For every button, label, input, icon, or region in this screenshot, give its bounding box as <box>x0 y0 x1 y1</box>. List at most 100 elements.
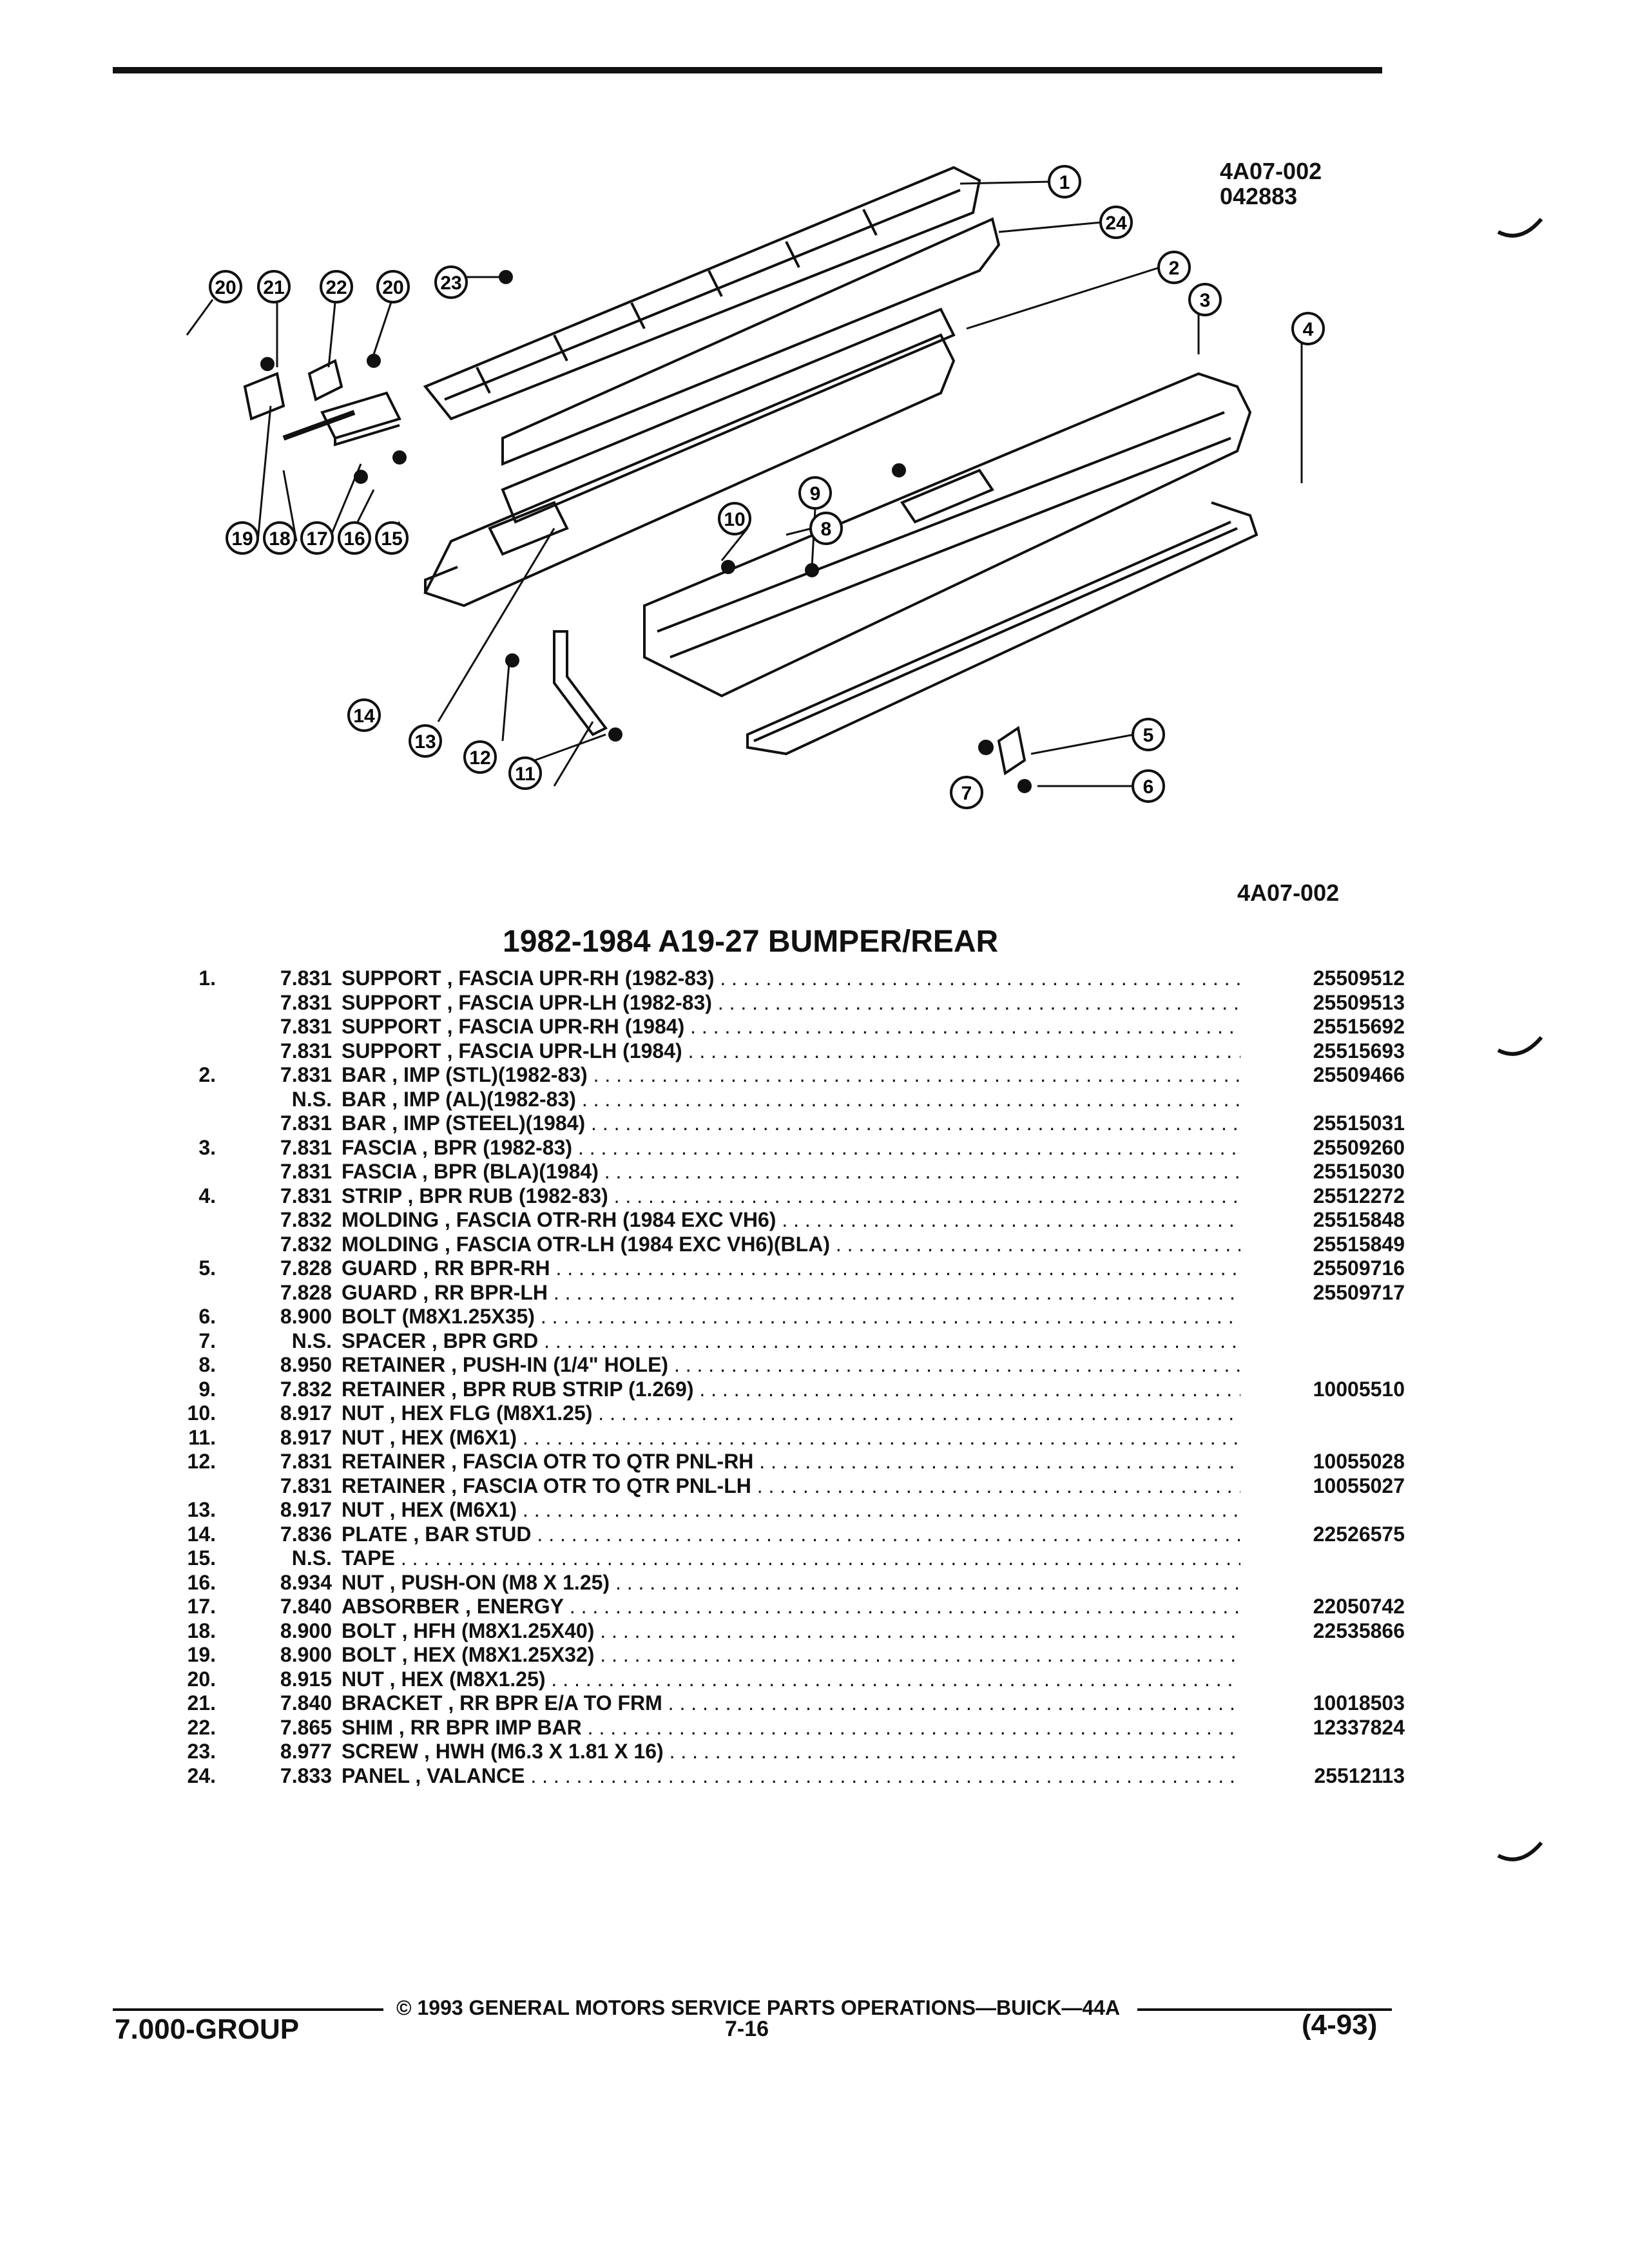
svg-text:10: 10 <box>724 509 745 530</box>
svg-text:8: 8 <box>821 519 832 540</box>
shim-part <box>307 359 343 401</box>
part-number: 25509260 <box>1313 1135 1405 1159</box>
fascia-part <box>643 372 1252 698</box>
part-description: SUPPORT , FASCIA UPR-LH (1982-83) <box>342 991 1240 1015</box>
group-number: 7.831 <box>280 1184 332 1207</box>
upper-support-part <box>423 166 981 421</box>
part-description: PLATE , BAR STUD <box>342 1523 1240 1547</box>
part-number: 25515031 <box>1313 1111 1405 1135</box>
diagram-code: 4A07-002 <box>1220 158 1322 184</box>
svg-text:11: 11 <box>515 764 535 785</box>
callout-10: 10 <box>718 502 751 535</box>
parts-row: N.S. BAR , IMP (AL)(1982-83) <box>161 1088 1405 1112</box>
group-number: 7.865 <box>280 1715 332 1739</box>
part-description: ABSORBER , ENERGY <box>342 1595 1240 1619</box>
group-number: 8.900 <box>280 1643 332 1666</box>
group-number: 7.831 <box>280 1015 332 1038</box>
callout-18: 18 <box>263 521 296 555</box>
svg-text:13: 13 <box>414 731 436 753</box>
group-number: N.S. <box>291 1087 332 1111</box>
part-description: RETAINER , FASCIA OTR TO QTR PNL-LH <box>342 1474 1240 1499</box>
part-description: NUT , HEX FLG (M8X1.25) <box>342 1401 1240 1426</box>
svg-text:21: 21 <box>263 277 284 298</box>
group-number: 7.831 <box>280 1474 332 1497</box>
part-description: RETAINER , BPR RUB STRIP (1.269) <box>342 1378 1240 1402</box>
top-rule <box>113 67 1382 73</box>
part-description: MOLDING , FASCIA OTR-RH (1984 EXC VH6) <box>342 1208 1240 1233</box>
svg-text:18: 18 <box>269 528 290 550</box>
part-description: BAR , IMP (STEEL)(1984) <box>342 1111 1240 1136</box>
part-description: FASCIA , BPR (BLA)(1984) <box>342 1160 1240 1184</box>
svg-text:15: 15 <box>381 528 402 550</box>
page-number: 7-16 <box>725 2017 769 2041</box>
part-description: BRACKET , RR BPR E/A TO FRM <box>342 1691 1240 1716</box>
item-number: 6. <box>198 1305 216 1328</box>
part-number: 25515692 <box>1313 1015 1405 1038</box>
valance-panel-part <box>501 217 1001 466</box>
part-description: RETAINER , PUSH-IN (1/4" HOLE) <box>342 1353 1240 1378</box>
part-description: RETAINER , FASCIA OTR TO QTR PNL-RH <box>342 1450 1240 1474</box>
parts-row: 11. 8.917 NUT , HEX (M6X1) <box>161 1426 1405 1450</box>
part-description: NUT , HEX (M6X1) <box>342 1426 1240 1450</box>
group-number: 8.917 <box>280 1425 332 1449</box>
diagram-ref-code: 4A07-002 <box>1237 879 1340 906</box>
item-number: 23. <box>187 1740 216 1763</box>
part-number: 22050742 <box>1313 1595 1405 1618</box>
part-description: GUARD , RR BPR-RH <box>342 1256 1240 1281</box>
part-description: BAR , IMP (AL)(1982-83) <box>342 1088 1240 1112</box>
callout-20-right: 20 <box>376 270 410 303</box>
callout-1: 1 <box>1048 165 1081 198</box>
part-description: SCREW , HWH (M6.3 X 1.81 X 16) <box>342 1740 1240 1764</box>
item-number: 4. <box>198 1184 216 1207</box>
callout-20-left: 20 <box>209 270 242 303</box>
part-description: NUT , HEX (M8X1.25) <box>342 1667 1240 1692</box>
bar-stud-plate-part <box>488 501 569 556</box>
binder-mark-icon <box>1497 218 1543 238</box>
callout-22: 22 <box>320 270 353 303</box>
part-number: 25515848 <box>1313 1208 1405 1231</box>
guard-part <box>997 726 1027 776</box>
part-description: PANEL , VALANCE <box>342 1764 1240 1789</box>
svg-text:6: 6 <box>1143 776 1154 798</box>
callout-13: 13 <box>409 724 442 758</box>
svg-text:20: 20 <box>382 277 403 298</box>
group-number: 7.831 <box>280 1039 332 1062</box>
item-number: 21. <box>187 1691 216 1715</box>
callout-23: 23 <box>434 265 468 299</box>
part-number: 25515030 <box>1313 1160 1405 1183</box>
svg-text:14: 14 <box>353 706 375 727</box>
part-number: 22526575 <box>1313 1522 1405 1546</box>
part-description: GUARD , RR BPR-LH <box>342 1281 1240 1305</box>
callout-8: 8 <box>809 512 843 545</box>
part-description: SPACER , BPR GRD <box>342 1329 1240 1354</box>
item-number: 20. <box>187 1667 216 1691</box>
callout-21: 21 <box>257 270 291 303</box>
callout-9: 9 <box>798 476 832 510</box>
item-number: 11. <box>188 1425 216 1449</box>
group-number: 7.832 <box>280 1232 332 1256</box>
svg-text:19: 19 <box>231 528 253 550</box>
callout-2: 2 <box>1157 251 1191 284</box>
footer-rule-right <box>1137 2008 1392 2011</box>
group-number: 7.831 <box>280 1450 332 1473</box>
svg-text:2: 2 <box>1169 258 1180 279</box>
item-number: 16. <box>187 1570 216 1594</box>
callout-15: 15 <box>375 521 409 555</box>
svg-text:24: 24 <box>1105 213 1127 234</box>
callout-16: 16 <box>338 521 371 555</box>
binder-mark-icon <box>1497 1036 1543 1056</box>
svg-text:5: 5 <box>1143 725 1154 746</box>
part-description: FASCIA , BPR (1982-83) <box>342 1136 1240 1160</box>
